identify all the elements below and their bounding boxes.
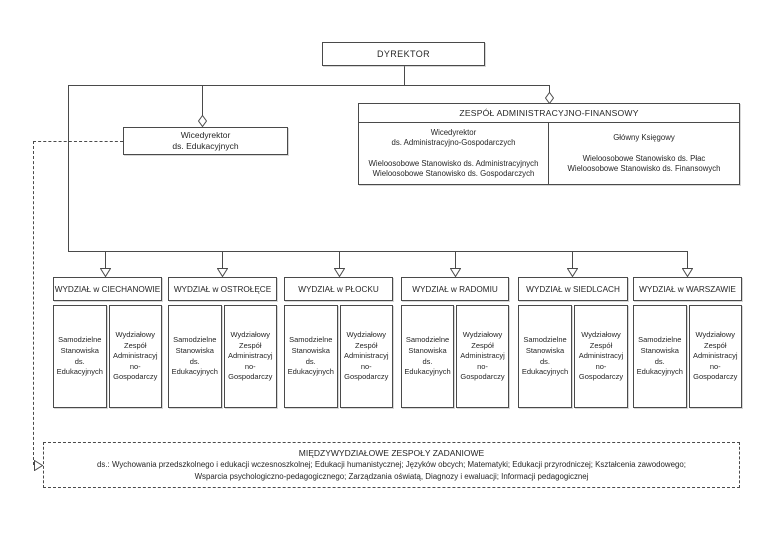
dashed-connector-horizontal <box>33 141 123 142</box>
wydzial-left-cell: Samodzielne Stanowiska ds. Edukacyjnych <box>53 305 107 408</box>
wydzial-siedlce-box: WYDZIAŁ w SIEDLCACH Samodzielne Stanowis… <box>518 277 628 408</box>
miedzywydzialowe-line1: ds.: Wychowania przedszkolnego i edukacj… <box>97 460 686 469</box>
miedzywydzialowe-line2: Wsparcia psychologiczno-pedagogicznego; … <box>194 472 589 481</box>
wydzial-left-cell: Samodzielne Stanowiska ds. Edukacyjnych <box>518 305 572 408</box>
wydzial-title: WYDZIAŁ w OSTROŁĘCE <box>168 277 277 301</box>
connector-wydzial-drop <box>222 251 223 268</box>
arrow-down-icon <box>449 268 462 278</box>
wydzial-right-cell: Wydziałowy Zespół Administracyj no- Gosp… <box>456 305 509 408</box>
dashed-connector-vertical <box>33 141 34 465</box>
connector-dyrektor-drop <box>404 66 405 85</box>
wydzial-left-cell: Samodzielne Stanowiska ds. Edukacyjnych <box>284 305 338 408</box>
wydzial-right-cell: Wydziałowy Zespół Administracyj no- Gosp… <box>339 305 393 408</box>
wydzial-title: WYDZIAŁ w WARSZAWIE <box>633 277 742 301</box>
diamond-connector-icon <box>197 114 208 128</box>
wydzial-ostroleka-box: WYDZIAŁ w OSTROŁĘCE Samodzielne Stanowis… <box>168 277 277 408</box>
connector-wydzial-drop <box>339 251 340 268</box>
connector-wydzial-drop <box>455 251 456 268</box>
arrow-down-icon <box>99 268 112 278</box>
miedzywydzialowe-zespoly-box: MIĘDZYWYDZIAŁOWE ZESPOŁY ZADANIOWE ds.: … <box>43 442 740 488</box>
connector-wicedyrektor-drop <box>202 85 203 116</box>
wydzial-title: WYDZIAŁ w PŁOCKU <box>284 277 393 301</box>
arrow-down-icon <box>216 268 229 278</box>
connector-wydzial-drop <box>687 251 688 268</box>
wydzial-right-cell: Wydziałowy Zespół Administracyj no- Gosp… <box>688 305 742 408</box>
wydzial-left-cell: Samodzielne Stanowiska ds. Edukacyjnych <box>401 305 454 408</box>
zespol-left-cell: Wicedyrektor ds. Administracyjno-Gospoda… <box>359 123 549 184</box>
arrow-down-icon <box>681 268 694 278</box>
arrow-right-icon <box>34 459 44 472</box>
wydzial-right-cell: Wydziałowy Zespół Administracyj no- Gosp… <box>108 305 162 408</box>
connector-top-horizontal <box>68 85 550 86</box>
wydzial-title: WYDZIAŁ w SIEDLCACH <box>518 277 628 301</box>
wydzial-title: WYDZIAŁ w CIECHANOWIE <box>53 277 162 301</box>
wydzial-left-cell: Samodzielne Stanowiska ds. Edukacyjnych <box>633 305 687 408</box>
wydzial-title: WYDZIAŁ w RADOMIU <box>401 277 509 301</box>
wydzial-left-cell: Samodzielne Stanowiska ds. Edukacyjnych <box>168 305 222 408</box>
wydzial-right-cell: Wydziałowy Zespół Administracyj no- Gosp… <box>574 305 628 408</box>
zespol-right-cell: Główny Księgowy Wieloosobowe Stanowisko … <box>567 132 721 173</box>
connector-wydzial-drop <box>105 251 106 268</box>
wydzial-ciechanow-box: WYDZIAŁ w CIECHANOWIE Samodzielne Stanow… <box>53 277 162 408</box>
connector-wydzial-drop <box>572 251 573 268</box>
dyrektor-box: DYREKTOR <box>322 42 485 66</box>
connector-zespol-drop <box>549 85 550 93</box>
arrow-down-icon <box>333 268 346 278</box>
connector-wydzialy-horizontal <box>68 251 688 252</box>
wicedyrektor-edukacyjnych-box: Wicedyrektor ds. Edukacyjnych <box>123 127 288 155</box>
miedzywydzialowe-title: MIĘDZYWYDZIAŁOWE ZESPOŁY ZADANIOWE <box>298 448 485 458</box>
connector-left-vertical <box>68 85 69 251</box>
arrow-down-icon <box>566 268 579 278</box>
wydzial-warszawa-box: WYDZIAŁ w WARSZAWIE Samodzielne Stanowis… <box>633 277 742 408</box>
wydzial-right-cell: Wydziałowy Zespół Administracyj no- Gosp… <box>223 305 277 408</box>
zespol-administracyjno-finansowy-box: ZESPÓŁ ADMINISTRACYJNO-FINANSOWY Wicedyr… <box>358 103 740 185</box>
wydzial-plock-box: WYDZIAŁ w PŁOCKU Samodzielne Stanowiska … <box>284 277 393 408</box>
zespol-title: ZESPÓŁ ADMINISTRACYJNO-FINANSOWY <box>359 104 739 123</box>
wydzial-radom-box: WYDZIAŁ w RADOMIU Samodzielne Stanowiska… <box>401 277 509 408</box>
